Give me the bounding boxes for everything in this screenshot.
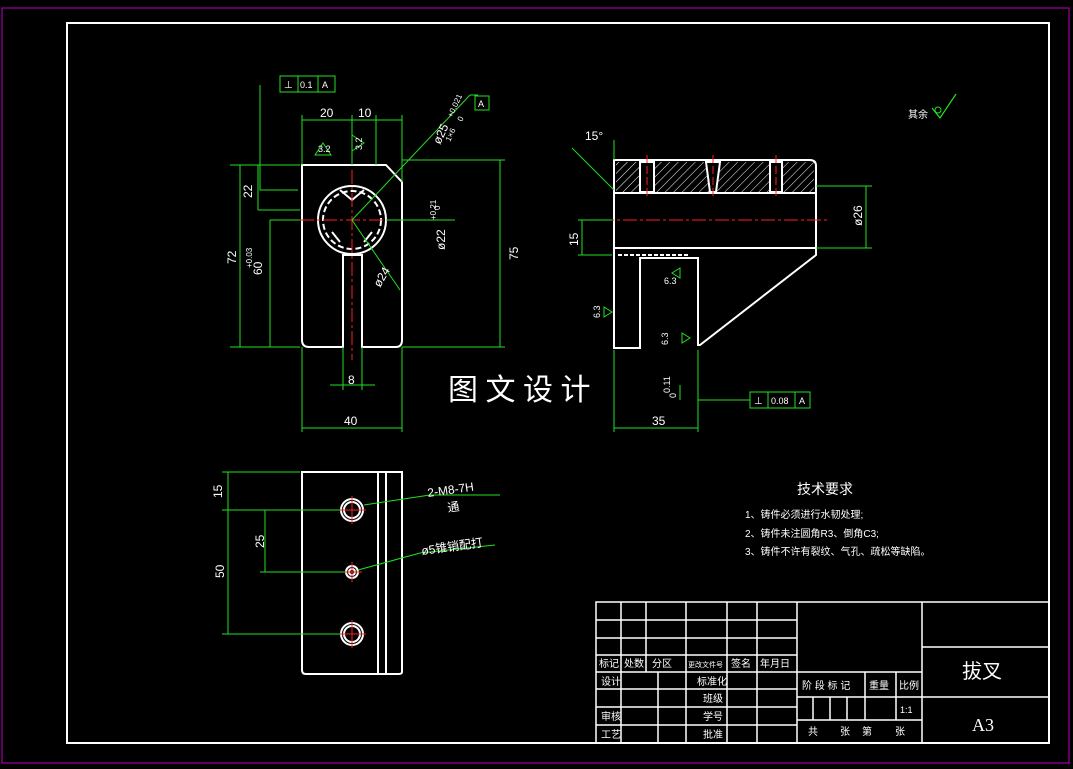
tb-class: 班级 (703, 693, 723, 705)
tol-symbol: ⊥ (284, 80, 293, 91)
dim-d25-tol2: 0 (456, 115, 466, 123)
dim-40: 40 (344, 414, 358, 428)
tb-total: 共 (808, 726, 818, 738)
tb-standard: 标准化 (697, 675, 727, 688)
dim-15deg: 15° (585, 129, 603, 143)
datum-label: A (478, 99, 484, 109)
roughness-rest-icon (931, 93, 957, 120)
dim-60: 60 (251, 261, 265, 275)
tb-scale-label: 比例 (899, 679, 919, 692)
dim-d22-tol: +0.21 (429, 199, 438, 220)
dim-b50: 50 (213, 564, 227, 578)
tb-header-3: 分区 (652, 658, 672, 670)
tb-student-no: 学号 (703, 710, 723, 723)
roughness-2: 3.2 (354, 137, 364, 150)
dim-d25-tol: +0.021 (446, 92, 465, 119)
tech-title: 技术要求 (797, 481, 853, 497)
dim-gap0: 0 (668, 393, 678, 398)
tb-sheet: 张 (895, 726, 905, 738)
tol2-symbol: ⊥ (754, 396, 763, 407)
watermark: 图 文 设 计 (448, 374, 591, 407)
tb-number: 第 (862, 725, 872, 738)
bottom-view-dim-text: 15 25 50 2-M8-7H 通 ø5锥销配打 (211, 480, 484, 578)
tb-header-6: 年月日 (760, 657, 790, 670)
dim-b15: 15 (211, 484, 225, 498)
tb-design: 设计 (601, 675, 621, 688)
tol-datum: A (322, 80, 328, 90)
roughness-rest-label: 其余 (908, 108, 928, 121)
roughness-1: 3.2 (318, 144, 331, 154)
tech-item-1: 1、铸件必须进行水韧处理; (745, 508, 863, 521)
callout-thread-note: 通 (446, 499, 460, 515)
tb-approve: 批准 (703, 728, 723, 741)
roughness-3: 6.3 (664, 276, 677, 286)
tb-craft: 工艺 (601, 729, 621, 741)
roughness-4: 6.3 (592, 305, 602, 318)
dim-15: 15 (567, 232, 581, 246)
tb-sheets: 张 (840, 726, 850, 738)
front-view-centerlines (300, 170, 410, 360)
tb-stage: 阶 段 标 记 (802, 679, 850, 692)
title-block-text: 标记 处数 分区 更改文件号 签名 年月日 设计 审核 工艺 标准化 班级 学号… (599, 657, 1002, 741)
drawing-border (66, 22, 1050, 744)
tb-sheet-size: A3 (972, 715, 994, 735)
tol2-value: 0.08 (771, 396, 789, 406)
side-view-dimensions (571, 140, 872, 432)
tech-item-2: 2、铸件未注圆角R3、倒角C3; (745, 527, 879, 540)
side-view-centerlines (600, 155, 830, 221)
tb-part-name: 拔叉 (962, 660, 1002, 683)
dim-72: 72 (225, 250, 239, 264)
tb-scale: 1:1 (900, 705, 913, 715)
side-view-dim-text: 15° 15 ø26 35 0.11 0 ⊥ 0.08 A 6.3 6.3 6.… (567, 129, 865, 428)
roughness-circle-icon (934, 106, 942, 114)
dim-gap: 0.11 (662, 376, 672, 393)
outer-frame (1, 7, 1070, 764)
front-view-dimensions (230, 75, 505, 432)
callout-thread: 2-M8-7H (426, 480, 474, 500)
roughness-rest: 其余 (908, 93, 957, 121)
bottom-view-dimensions (222, 471, 500, 635)
tb-weight: 重量 (869, 679, 889, 692)
dim-35: 35 (652, 414, 666, 428)
dim-60-tol: +0.03 (245, 247, 254, 268)
dim-8: 8 (348, 373, 355, 387)
tb-header-4: 更改文件号 (688, 660, 723, 669)
dim-20: 20 (320, 106, 334, 120)
dim-d22-tol2: 0 (433, 205, 442, 210)
tech-item-3: 3、铸件不许有裂纹、气孔、疏松等缺陷。 (745, 545, 931, 558)
dim-10: 10 (358, 106, 372, 120)
tb-header-5: 签名 (731, 657, 751, 670)
dim-75: 75 (507, 246, 521, 260)
tb-header-1: 标记 (599, 658, 619, 670)
title-block (595, 601, 1050, 744)
tol-value: 0.1 (300, 80, 313, 90)
tech-requirements: 技术要求 1、铸件必须进行水韧处理; 2、铸件未注圆角R3、倒角C3; 3、铸件… (745, 481, 931, 558)
dim-22: 22 (241, 184, 255, 198)
dim-d22: ø22 (434, 229, 448, 250)
tb-review: 审核 (601, 710, 621, 723)
callout-pin: ø5锥销配打 (420, 535, 483, 557)
tb-header-2: 处数 (624, 657, 644, 670)
tol2-datum: A (799, 396, 805, 406)
dim-d24: ø24 (370, 264, 393, 289)
dim-b25: 25 (253, 534, 267, 548)
bottom-view-centerlines (338, 496, 366, 648)
roughness-5: 6.3 (660, 332, 670, 345)
dim-d26: ø26 (851, 205, 865, 226)
